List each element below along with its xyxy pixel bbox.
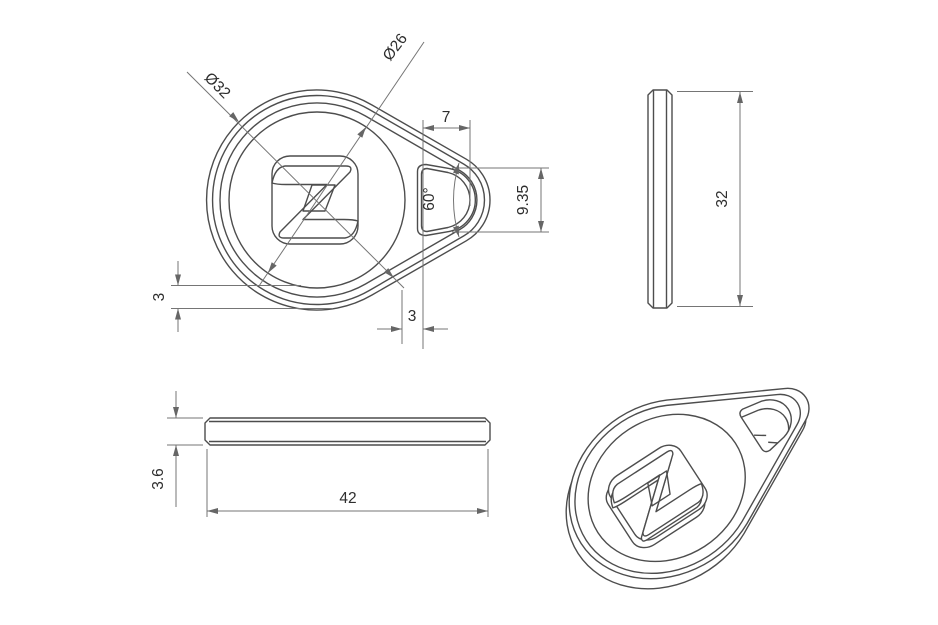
iso-inner-circle (560, 385, 773, 591)
dim-inner-diameter: Ø26 (258, 30, 425, 287)
front-view: Ø32 Ø26 7 9.35 (151, 30, 549, 349)
side-view: 32 (647, 89, 753, 309)
fob-fillet-line-2 (219, 102, 478, 298)
logo-badge (271, 155, 359, 245)
dim-hole-angle-label: 60° (421, 187, 438, 210)
dim-hole-offset-label: 3 (408, 308, 417, 325)
dim-inner-diameter-label: Ø26 (380, 30, 411, 64)
dim-side-height: 32 (677, 91, 753, 307)
dim-outer-diameter-label: Ø32 (201, 69, 234, 102)
dim-hole-height-label: 9.35 (515, 185, 532, 215)
inner-circle (228, 111, 406, 289)
z-logo (271, 165, 359, 239)
profile-outline (204, 417, 491, 446)
dim-length: 42 (206, 449, 489, 517)
dim-hole-width: 7 (422, 109, 471, 349)
dim-outer-diameter: Ø32 (186, 69, 405, 289)
dim-hole-offset: 3 (377, 290, 448, 344)
dim-thickness: 3.6 (150, 391, 203, 507)
side-profile-outline (647, 89, 673, 309)
dim-rim-gap: 3 (151, 261, 333, 332)
dim-thickness-label: 3.6 (150, 468, 167, 490)
isometric-view (542, 335, 842, 608)
keyring-hole (420, 167, 471, 233)
dim-hole-width-label: 7 (442, 109, 451, 126)
iso-hole-wall (735, 397, 799, 462)
dim-side-height-label: 32 (714, 190, 731, 207)
iso-z-logo (607, 446, 709, 541)
dim-length-label: 42 (339, 490, 356, 507)
fob-fillet-line-1 (211, 94, 486, 306)
dim-hole-height: 9.35 (452, 167, 549, 233)
fob-outline (205, 89, 491, 311)
z-logo-outline (271, 165, 359, 239)
profile-view: 3.6 42 (150, 391, 491, 517)
dim-rim-gap-label: 3 (151, 293, 168, 302)
dim-hole-angle: 60° (421, 162, 460, 238)
